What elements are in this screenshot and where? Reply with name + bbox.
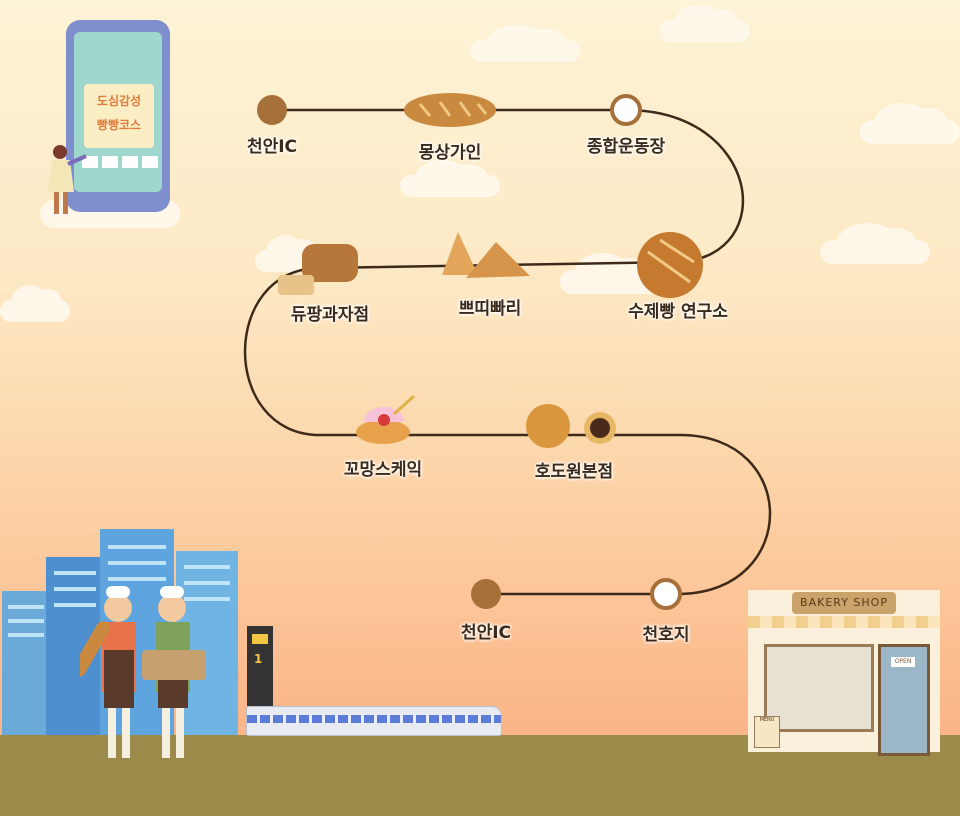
stop-label-stadium: 종합운동장	[586, 137, 666, 157]
triangle-pastry-icon	[442, 232, 530, 278]
woman-pointing-illustration	[48, 145, 87, 214]
stop-label-dupang-bakery: 듀팡과자점	[290, 305, 370, 325]
stop-marker-start	[257, 95, 287, 125]
train-windows	[247, 715, 501, 723]
stop-marker-end	[471, 579, 501, 609]
course-title-line2: 빵빵코스	[96, 118, 142, 132]
subway-train	[246, 706, 502, 736]
bakers-illustration	[80, 586, 206, 758]
stop-label-cheonan-ic-start: 천안IC	[246, 137, 298, 157]
station-sign-plate	[252, 634, 268, 644]
menu-board: MENU	[754, 716, 780, 748]
route-line	[243, 108, 772, 596]
bakery-shop-sign: BAKERY SHOP	[792, 592, 896, 614]
cloud	[470, 24, 580, 62]
stop-label-petit-paris: 쁘띠빠리	[458, 299, 522, 319]
cloud	[400, 159, 500, 197]
baguette-icon	[404, 93, 496, 127]
stop-label-commence-cake: 꼬망스케익	[343, 460, 423, 480]
stop-label-hodowon: 호도원본점	[534, 462, 614, 482]
stop-label-cheonan-ic-end: 천안IC	[460, 623, 512, 643]
shop-door: OPEN	[878, 644, 930, 756]
shop-awning	[748, 616, 940, 628]
course-title-line1: 도심감성	[96, 94, 142, 108]
station-number: 1	[254, 652, 263, 666]
cloud	[820, 223, 930, 264]
station-sign: 1	[247, 626, 273, 706]
open-sign: OPEN	[891, 657, 915, 667]
stop-label-handmade-bread-lab: 수제빵 연구소	[628, 302, 728, 322]
phone-illustration: 도심감성 빵빵코스	[66, 20, 170, 212]
stop-label-mongsanggain: 몽상가인	[418, 143, 482, 163]
stop-label-cheonhoji: 천호지	[642, 625, 690, 645]
round-loaf-icon	[637, 232, 703, 298]
stop-marker-lake	[650, 578, 682, 610]
walnut-cake-icon	[526, 404, 616, 448]
bakery-shop-illustration: BAKERY SHOP OPEN MENU	[748, 590, 940, 756]
cloud	[0, 284, 70, 322]
phone-buttons	[82, 156, 158, 168]
stop-marker-stadium	[610, 94, 642, 126]
cake-icon	[356, 394, 416, 444]
cloud	[660, 4, 750, 42]
cloud	[860, 103, 960, 144]
bread-loaf-icon	[278, 244, 358, 295]
menu-board-label: MENU	[759, 717, 775, 723]
course-title-card: 도심감성 빵빵코스	[84, 84, 154, 148]
phone-screen: 도심감성 빵빵코스	[74, 32, 162, 192]
shop-display-window	[764, 644, 874, 732]
